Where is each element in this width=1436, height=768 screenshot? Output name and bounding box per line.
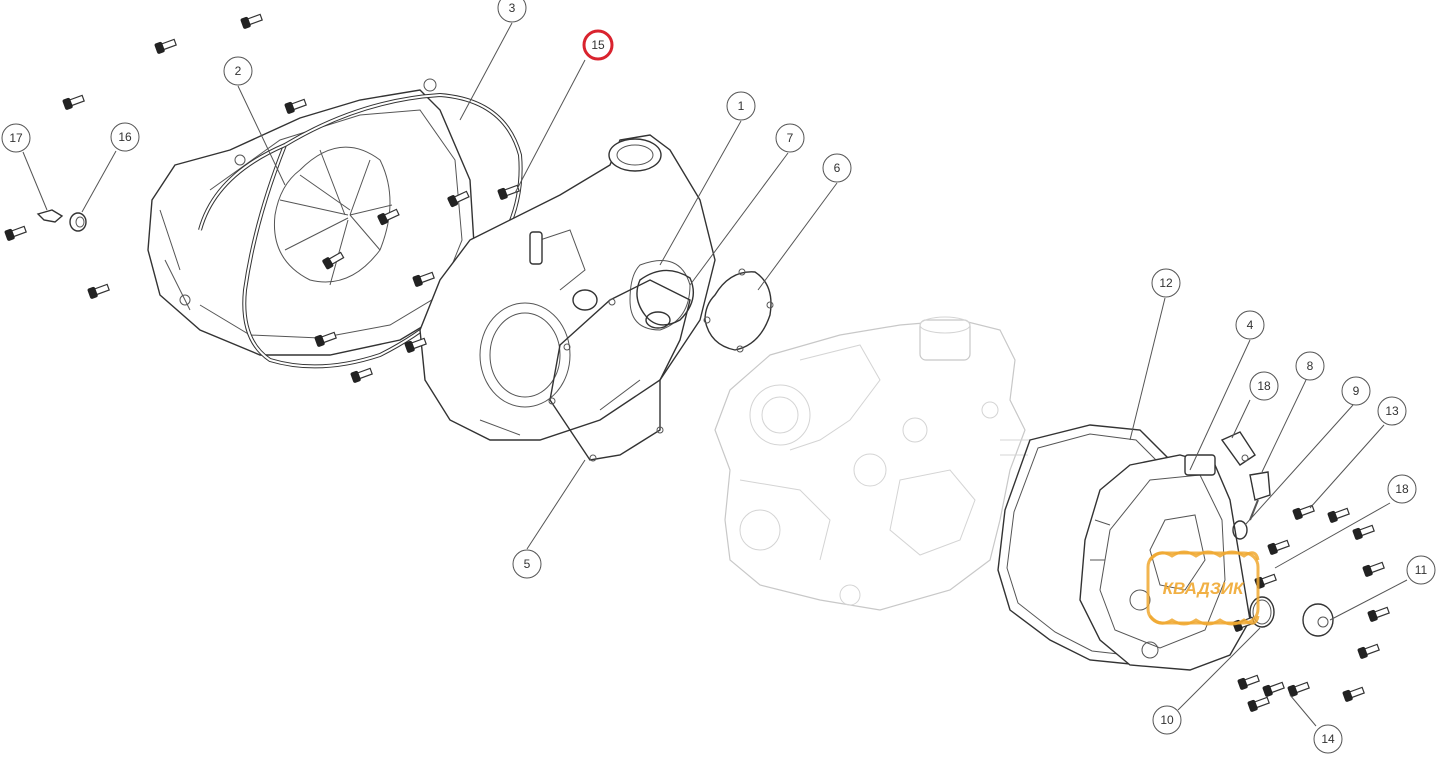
bolt [1367, 606, 1390, 622]
bolt [4, 225, 27, 241]
callout-4-text: 4 [1247, 318, 1254, 332]
bolt [62, 94, 85, 110]
callout-7-text: 7 [787, 131, 794, 145]
callout-11-text: 11 [1415, 563, 1428, 577]
callout-18-lower-text: 18 [1395, 482, 1409, 496]
callout-13-text: 13 [1385, 404, 1399, 418]
engine-crankcase [714, 316, 1030, 611]
outer-cvt-cover [147, 78, 476, 356]
o-ring-large [1249, 596, 1275, 628]
callout-18-upper-text: 18 [1257, 379, 1271, 393]
callout-2-text: 2 [235, 64, 242, 78]
bolt [314, 331, 337, 347]
callout-6-text: 6 [834, 161, 841, 175]
callout-3: 3 [497, 0, 527, 23]
bolt [1262, 681, 1285, 697]
callout-17-text: 17 [9, 131, 23, 145]
callout-16: 16 [110, 122, 140, 152]
callout-10-text: 10 [1160, 713, 1174, 727]
watermark-logo: КВАДЗИК [1146, 550, 1260, 626]
wire-clip [36, 209, 64, 223]
inner-cover-gasket [548, 279, 691, 462]
callout-2: 2 [223, 56, 253, 86]
bolt [447, 190, 470, 208]
callout-4: 4 [1235, 310, 1265, 340]
round-gasket [703, 268, 774, 353]
callout-8-text: 8 [1307, 359, 1314, 373]
callout-11: 11 [1406, 555, 1436, 585]
bolt [1352, 524, 1375, 540]
bolt [1237, 674, 1260, 690]
callout-9: 9 [1341, 376, 1371, 406]
bolt [497, 184, 520, 200]
bolt [1362, 561, 1385, 577]
callout-15-highlighted: 15 [582, 29, 614, 61]
plug-cap [1302, 603, 1334, 637]
callout-3-text: 3 [509, 1, 516, 15]
bolt [1267, 539, 1290, 555]
callout-14-text: 14 [1321, 732, 1335, 746]
inner-cvt-cover [419, 134, 716, 441]
callout-16-text: 16 [118, 130, 132, 144]
callout-10: 10 [1152, 705, 1182, 735]
callout-18-upper: 18 [1249, 371, 1279, 401]
bolt [1247, 696, 1270, 712]
callout-9-text: 9 [1353, 384, 1360, 398]
grommet [69, 212, 87, 232]
bolts-group [4, 13, 1390, 712]
clip-bracket [1220, 431, 1256, 466]
callout-1: 1 [726, 91, 756, 121]
bolt [240, 13, 263, 29]
callout-18-lower: 18 [1387, 474, 1417, 504]
callout-8: 8 [1295, 351, 1325, 381]
callout-5: 5 [512, 549, 542, 579]
bolt [1357, 643, 1380, 659]
bolt [412, 271, 435, 287]
bolt [1342, 686, 1365, 702]
callout-1-text: 1 [738, 99, 745, 113]
callout-15-text: 15 [591, 38, 605, 52]
o-ring-small [1232, 520, 1248, 540]
side-engine-cover [1079, 454, 1251, 671]
highlight-ring [582, 29, 614, 61]
callout-6: 6 [822, 153, 852, 183]
callout-12: 12 [1151, 268, 1181, 298]
bolt [87, 283, 110, 299]
callout-7: 7 [775, 123, 805, 153]
bolt [350, 367, 373, 383]
bolt [284, 98, 307, 114]
watermark-text: КВАДЗИК [1163, 579, 1245, 598]
bolt [377, 208, 400, 226]
callout-12-text: 12 [1159, 276, 1173, 290]
small-oval-seal [636, 269, 694, 329]
bolt [1327, 507, 1350, 523]
bolt [154, 38, 177, 54]
bolt [1287, 681, 1310, 697]
sensor-plug [1249, 471, 1271, 521]
callout-5-text: 5 [524, 557, 531, 571]
leader-lines [22, 22, 1408, 727]
bolt [322, 251, 345, 270]
callout-14: 14 [1313, 724, 1343, 754]
callout-13: 13 [1377, 396, 1407, 426]
bolt [404, 337, 427, 353]
callout-17: 17 [1, 123, 31, 153]
